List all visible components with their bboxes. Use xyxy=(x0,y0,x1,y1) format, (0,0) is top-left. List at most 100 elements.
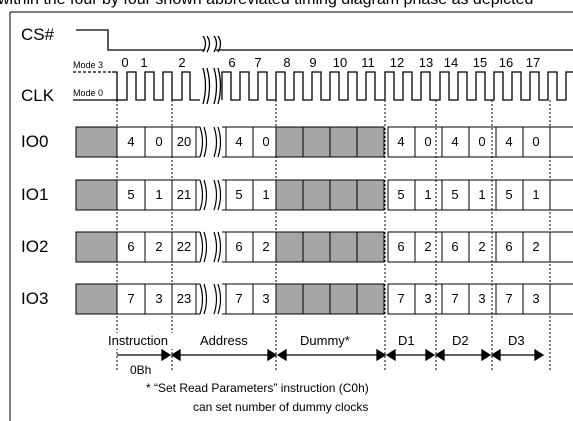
data-bit: 7 xyxy=(397,291,404,306)
instruction-bit: 20 xyxy=(177,134,191,149)
clock-number: 13 xyxy=(419,55,433,70)
data-cell xyxy=(441,126,470,158)
clock-number: 17 xyxy=(526,55,540,70)
address-cell xyxy=(225,283,254,315)
data-cell xyxy=(387,126,416,158)
instruction-bit: 6 xyxy=(127,239,134,254)
data-bit: 4 xyxy=(397,134,404,149)
clock-number: 2 xyxy=(178,55,185,70)
address-bit: 0 xyxy=(262,134,269,149)
data-bit: 1 xyxy=(424,187,431,202)
data-bit: 0 xyxy=(478,134,485,149)
address-bit: 4 xyxy=(235,134,242,149)
clock-number: 10 xyxy=(333,55,347,70)
address-bit: 2 xyxy=(262,239,269,254)
instruction-cell xyxy=(171,283,197,315)
clock-number: 12 xyxy=(390,55,404,70)
data-cell xyxy=(522,126,551,158)
instruction-bit: 7 xyxy=(127,291,134,306)
clk-waveform xyxy=(112,67,573,105)
instruction-cell xyxy=(171,231,197,263)
instruction-bit: 3 xyxy=(155,291,162,306)
data-cell xyxy=(495,126,524,158)
clk-label: CLK xyxy=(21,86,55,105)
clock-number: 8 xyxy=(283,55,290,70)
clock-number: 16 xyxy=(499,55,513,70)
shaded-cell xyxy=(75,283,118,315)
dummy-cell xyxy=(329,126,358,158)
phase-d3: D3 xyxy=(508,333,525,348)
address-bit: 1 xyxy=(262,187,269,202)
data-cell xyxy=(522,179,551,211)
data-bit: 2 xyxy=(424,239,431,254)
data-bit: 4 xyxy=(505,134,512,149)
data-bit: 7 xyxy=(505,291,512,306)
data-cell xyxy=(414,283,443,315)
data-cell xyxy=(414,231,443,263)
data-bit: 1 xyxy=(532,187,539,202)
guide-lines xyxy=(116,100,551,372)
shaded-cell xyxy=(75,231,118,263)
data-bit: 5 xyxy=(505,187,512,202)
instruction-cell xyxy=(144,179,174,211)
dummy-cell xyxy=(275,283,304,315)
instruction-cell xyxy=(144,231,174,263)
phase-dummy: Dummy* xyxy=(300,333,350,348)
dummy-cell xyxy=(329,179,358,211)
instruction-bit: 2 xyxy=(155,239,162,254)
dummy-cell xyxy=(356,126,385,158)
clk-mode-lines xyxy=(73,71,117,101)
data-bit: 6 xyxy=(397,239,404,254)
io0-label: IO0 xyxy=(21,132,48,151)
instruction-cell xyxy=(171,179,197,211)
data-bit: 3 xyxy=(478,291,485,306)
instruction-bit: 23 xyxy=(177,291,191,306)
data-bit: 2 xyxy=(532,239,539,254)
phase-d1: D1 xyxy=(398,333,415,348)
data-bit: 5 xyxy=(451,187,458,202)
clock-number: 6 xyxy=(228,55,235,70)
dummy-cell xyxy=(356,179,385,211)
data-cell xyxy=(522,283,551,315)
data-bit: 2 xyxy=(478,239,485,254)
dummy-cell xyxy=(356,231,385,263)
dummy-cell xyxy=(302,126,331,158)
clock-number: 1 xyxy=(140,55,147,70)
mode3-label: Mode 3 xyxy=(73,60,103,70)
shaded-cell xyxy=(75,126,118,158)
phase-arrows xyxy=(117,348,545,362)
instruction-bit: 21 xyxy=(177,187,191,202)
dummy-cell xyxy=(302,283,331,315)
instruction-code: 0Bh xyxy=(130,363,151,377)
cs-label: CS# xyxy=(21,25,55,44)
instruction-bit: 1 xyxy=(155,187,162,202)
phase-instruction: Instruction xyxy=(108,333,168,348)
clock-number: 15 xyxy=(473,55,487,70)
data-cell xyxy=(495,179,524,211)
data-bit: 3 xyxy=(532,291,539,306)
data-bit: 5 xyxy=(397,187,404,202)
data-cell xyxy=(522,231,551,263)
data-cell xyxy=(441,231,470,263)
dummy-cell xyxy=(356,283,385,315)
data-bit: 4 xyxy=(451,134,458,149)
footnote-line2: can set number of dummy clocks xyxy=(193,400,368,414)
address-cell xyxy=(225,126,254,158)
instruction-bit: 5 xyxy=(127,187,134,202)
address-bit: 3 xyxy=(262,291,269,306)
data-bit: 6 xyxy=(505,239,512,254)
data-bit: 7 xyxy=(451,291,458,306)
address-cell xyxy=(225,179,254,211)
instruction-cell xyxy=(116,231,146,263)
cs-waveform xyxy=(76,29,573,53)
instruction-cell xyxy=(116,126,146,158)
data-bit: 1 xyxy=(478,187,485,202)
data-cell xyxy=(387,231,416,263)
io2-label: IO2 xyxy=(21,237,48,256)
clock-number: 0 xyxy=(121,55,128,70)
